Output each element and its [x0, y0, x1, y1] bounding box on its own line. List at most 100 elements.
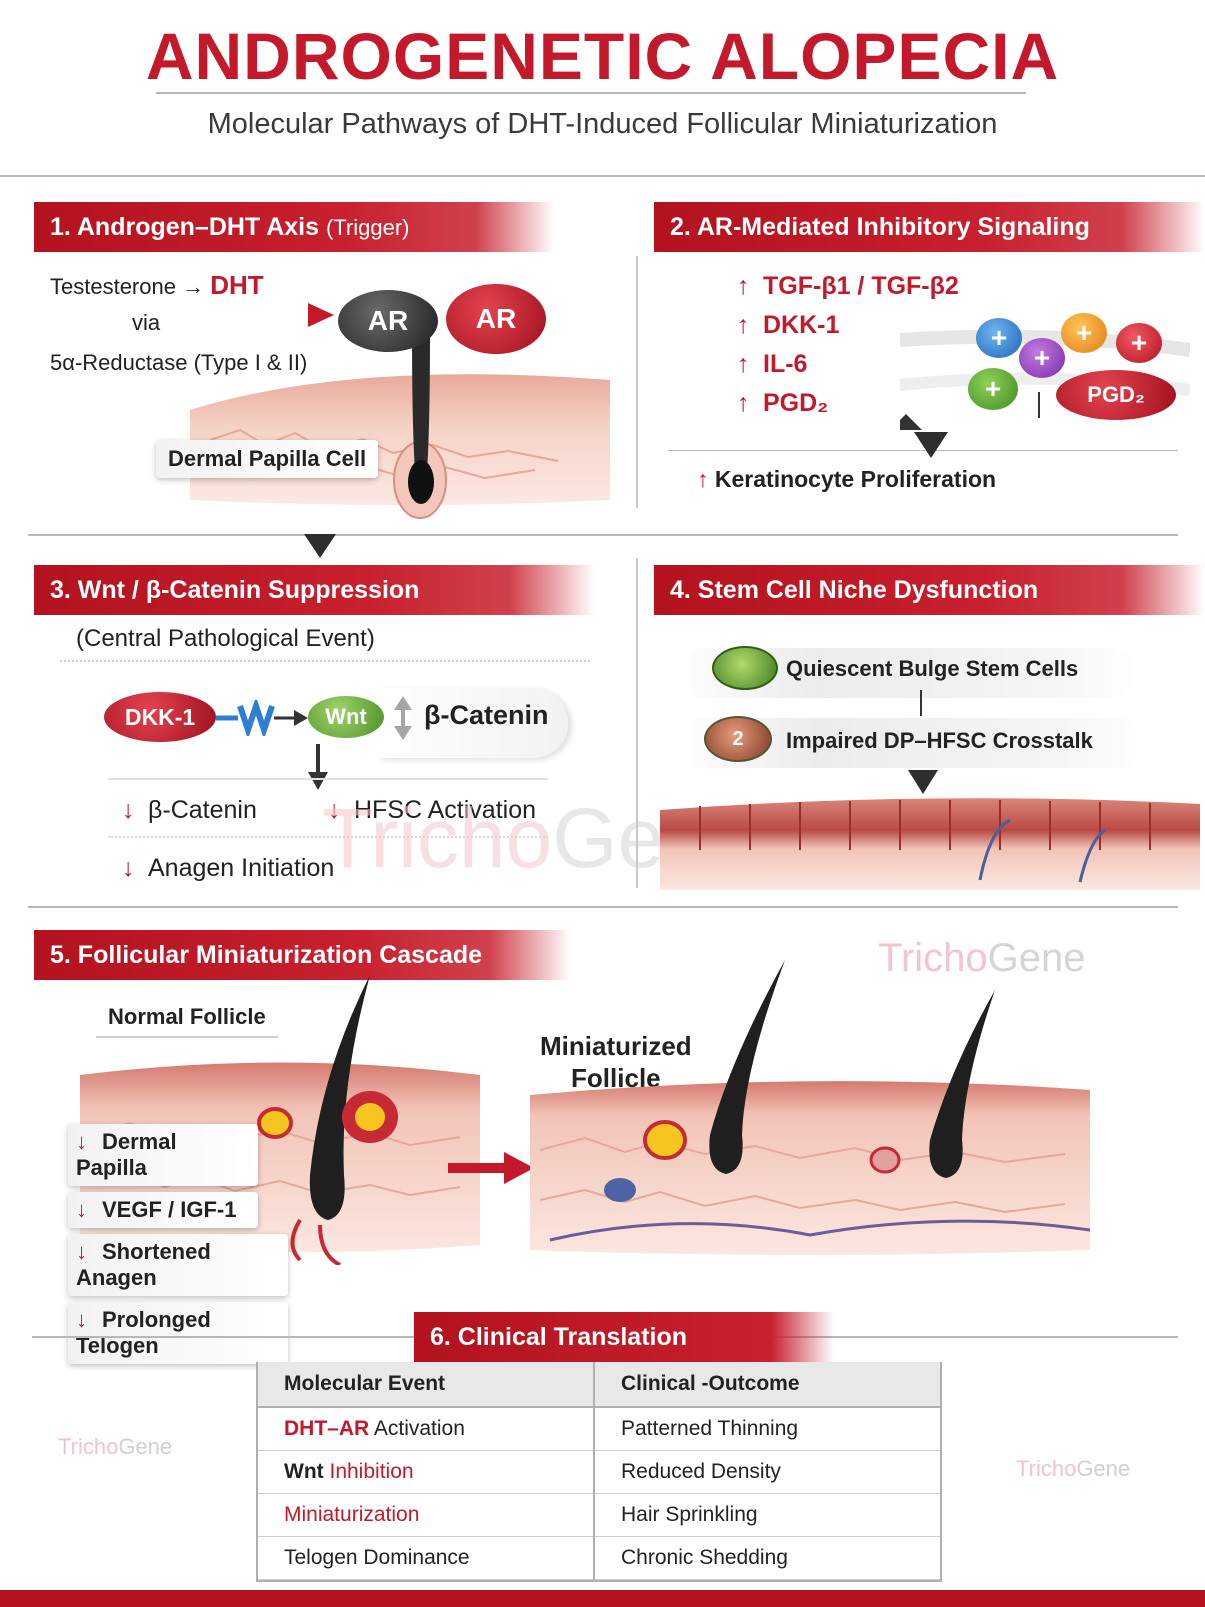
down-arrow-icon: ↓	[328, 796, 341, 824]
effect-hfsc: ↓ HFSC Activation	[328, 796, 536, 825]
header-divider	[0, 175, 1205, 177]
section3-heading: 3. Wnt / β-Catenin Suppression	[34, 565, 594, 615]
pgd2-text: PGD₂	[763, 389, 829, 417]
dermal-papilla-cell-label: Dermal Papilla Cell	[156, 440, 379, 478]
testosterone-text: Testesterone	[50, 274, 176, 299]
plus-molecule-orange: +	[1061, 313, 1107, 353]
table-row: DHT–AR Activation Patterned Thinning	[258, 1407, 940, 1451]
normal-follicle-label: Normal Follicle	[96, 998, 278, 1038]
miniaturized-follicle-label: Miniaturized Follicle	[540, 1030, 692, 1094]
tgf-beta-text: TGF-β1 / TGF-β2	[763, 272, 959, 300]
inhibitor-molecule-icon	[216, 700, 308, 736]
up-arrow-icon: ↑	[737, 389, 750, 417]
miniaturized-follicle-illustration	[530, 960, 1090, 1255]
ar-receptor-red: AR	[446, 284, 546, 354]
column-divider-middle	[636, 558, 638, 888]
clinical-outcome-cell: Reduced Density	[594, 1450, 940, 1494]
up-arrow-icon: ↑	[737, 311, 750, 339]
watermark-text: Tr	[878, 936, 915, 980]
progression-arrow-icon	[448, 1152, 534, 1184]
clinical-outcome-cell: Hair Sprinkling	[594, 1493, 940, 1537]
column-divider-top	[636, 256, 638, 508]
watermark-text: Tr	[322, 791, 399, 885]
down-arrow-icon: ↓	[76, 1129, 87, 1154]
up-arrow-icon: ↑	[697, 466, 709, 492]
table-row: Telogen Dominance Chronic Shedding	[258, 1536, 940, 1580]
row-divider-1	[28, 534, 1178, 536]
impaired-cell-icon: 2	[704, 716, 772, 762]
effect-dermal-papilla: ↓Dermal Papilla	[68, 1124, 258, 1186]
footer-bar	[0, 1590, 1205, 1607]
clinical-table: Molecular Event Clinical -Outcome DHT–AR…	[258, 1362, 940, 1580]
beta-catenin-complex	[378, 688, 568, 758]
event-highlight: Miniaturization	[284, 1503, 420, 1526]
up-arrow-icon: ↑	[737, 272, 750, 300]
effect-text: VEGF / IGF-1	[102, 1197, 237, 1222]
section3-dotted-divider	[60, 660, 590, 662]
pgd2-badge: PGD₂	[1056, 370, 1176, 420]
section2-divider	[668, 450, 1178, 451]
miniaturized-label-line1: Miniaturized	[540, 1031, 692, 1061]
page-subtitle: Molecular Pathways of DHT-Induced Follic…	[207, 108, 998, 140]
section6-heading: 6. Clinical Translation	[414, 1312, 834, 1362]
reductase-label: 5α-Reductase (Type I & II)	[50, 350, 308, 375]
plus-molecule-purple: +	[1019, 338, 1065, 378]
upregulated-item: ↑IL-6	[737, 350, 959, 379]
effect-text: Dermal Papilla	[76, 1129, 177, 1180]
page-title: ANDROGENETIC ALOPECIA	[145, 19, 1060, 93]
section1-heading: 1. Androgen–DHT Axis (Trigger)	[34, 202, 554, 252]
watermark-bottom-left: TrichoGene	[58, 1434, 172, 1460]
via-label: via	[132, 310, 161, 335]
down-arrow-icon	[1038, 392, 1040, 418]
watermark-text: Gene	[118, 1434, 173, 1459]
effect-text: Anagen Initiation	[148, 854, 335, 882]
section2-upregulated-list: ↑TGF-β1 / TGF-β2 ↑DKK-1 ↑IL-6 ↑PGD₂	[737, 272, 959, 418]
watermark-text: Gene	[1076, 1456, 1131, 1481]
event-text: Activation	[369, 1417, 465, 1440]
watermark-text: icho	[1035, 1456, 1077, 1481]
plus-molecule-green: +	[968, 368, 1018, 410]
quiescent-stem-cells-label: Quiescent Bulge Stem Cells	[786, 656, 1079, 681]
effect-beta-catenin: ↓β-Catenin	[122, 796, 257, 825]
impaired-crosstalk-label: Impaired DP–HFSC Crosstalk	[786, 728, 1093, 753]
dht-text: DHT	[210, 270, 264, 300]
row-divider-2	[28, 906, 1178, 908]
chevron-down-icon	[914, 432, 948, 458]
column-header: Molecular Event	[258, 1362, 595, 1408]
effect-prolonged-telogen: ↓Prolonged Telogen	[68, 1302, 288, 1364]
effect-text: Shortened Anagen	[76, 1239, 211, 1290]
wnt-badge: Wnt	[308, 696, 384, 738]
section4-heading: 4. Stem Cell Niche Dysfunction	[654, 565, 1205, 615]
effect-shortened-anagen: ↓Shortened Anagen	[68, 1234, 288, 1296]
down-arrow-icon	[308, 744, 328, 790]
down-arrow-icon: ↓	[122, 854, 135, 882]
watermark-text: Tr	[1016, 1456, 1036, 1481]
effect-vegf-igf: ↓ VEGF / IGF-1	[68, 1192, 258, 1228]
section5-effects-list: ↓Dermal Papilla ↓VEGF / IGF-1 ↓Shortened…	[68, 1124, 288, 1364]
section1-heading-text: 1. Androgen–DHT Axis	[50, 213, 320, 241]
down-arrow-icon: ↓	[76, 1197, 87, 1222]
watermark-text: icho	[914, 936, 988, 980]
watermark-text: Gene	[987, 936, 1086, 980]
effect-text: HFSC Activation	[354, 796, 537, 824]
table-header-row: Molecular Event Clinical -Outcome	[258, 1362, 940, 1408]
plus-molecule-blue: +	[976, 318, 1022, 358]
down-arrow-icon: ↓	[122, 796, 135, 824]
section1-heading-sub: (Trigger)	[325, 215, 410, 240]
il6-text: IL-6	[763, 350, 808, 378]
effect-anagen: ↓ Anagen Initiation	[122, 854, 334, 883]
conversion-arrow: →	[182, 274, 205, 299]
section5-heading: 5. Follicular Miniaturization Cascade	[34, 930, 570, 980]
section3-effects-box	[108, 778, 548, 780]
stem-cell-icon	[712, 646, 778, 690]
table-row: Miniaturization Hair Sprinkling	[258, 1493, 940, 1537]
keratinocyte-result: ↑ Keratinocyte Proliferation	[697, 466, 996, 493]
watermark-top-right: TrichoGene	[878, 936, 1086, 981]
clinical-outcome-cell: Chronic Shedding	[594, 1536, 940, 1580]
section3-subheading: (Central Pathological Event)	[76, 625, 375, 652]
chevron-down-icon	[304, 534, 336, 558]
testosterone-label: Testesterone → DHT	[50, 270, 264, 301]
clinical-table-wrapper: Molecular Event Clinical -Outcome DHT–AR…	[256, 1362, 942, 1582]
stem-cell-niche-skin-illustration	[660, 798, 1200, 890]
section3-dotted-divider-bottom	[108, 836, 548, 838]
